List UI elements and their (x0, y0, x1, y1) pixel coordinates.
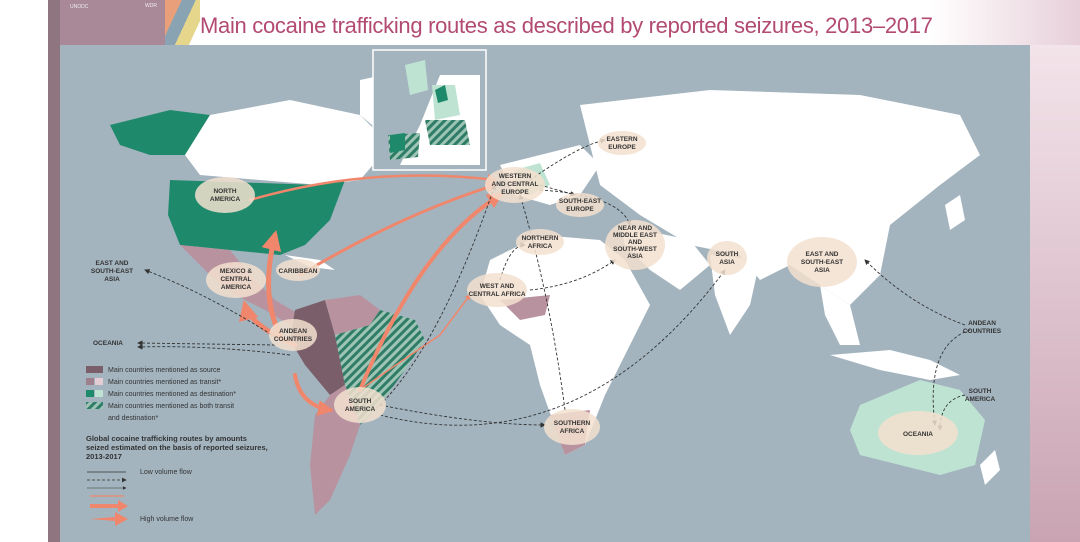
map-shape (90, 500, 128, 512)
bubble-mexico (206, 262, 266, 298)
map-label: OCEANIA (903, 431, 933, 438)
page-title: Main cocaine trafficking routes as descr… (200, 13, 933, 38)
land-usa (168, 180, 345, 255)
flow-na-europe (248, 174, 498, 202)
map-label: and destination* (108, 415, 158, 422)
bubble-north-america (195, 177, 255, 213)
map-shape (95, 390, 103, 397)
bubble-eastern-europe (598, 131, 646, 155)
flow-andean-right-oceania (931, 329, 971, 426)
bubble-east-asia (787, 237, 857, 287)
bubble-caribbean (276, 259, 320, 281)
map-shape (435, 85, 448, 103)
map-label: Main countries mentioned as both transit (108, 403, 234, 410)
flow-caribbean-europe (298, 181, 498, 277)
unodc-logo: UNODC (70, 4, 89, 10)
europe-inset (372, 49, 487, 171)
background-slide (60, 0, 170, 45)
decorative-stripes (165, 0, 200, 45)
slide-frame-right (1030, 45, 1080, 542)
flow-sa-europe-low (379, 184, 497, 406)
map-label: Main countries mentioned as source (108, 367, 221, 374)
legend-swatch-source (86, 366, 103, 373)
legend-high-volume: High volume flow (140, 516, 194, 523)
flow-andean-south (293, 373, 334, 416)
map-shape (95, 378, 103, 385)
map-label: Main countries mentioned as transit* (108, 379, 221, 386)
flow-sa-southasia (379, 269, 726, 426)
flow-sa-southernafrica (379, 404, 546, 428)
map-label: Main countries mentioned as destination* (108, 391, 236, 398)
flow-andean-eastasia (144, 269, 281, 341)
flow-sa-oceania (137, 344, 291, 356)
legend-swatch-both (86, 402, 103, 409)
map-shape (405, 60, 428, 95)
bubble-se-europe (556, 193, 604, 217)
flow-westafrica-neareast (529, 259, 616, 291)
land-venezuela (325, 295, 380, 335)
bubble-south-america (334, 387, 386, 423)
flow-andean-right-asia (864, 259, 966, 326)
bubble-west-africa (467, 273, 527, 307)
bubble-oceania (878, 411, 958, 455)
flow-andean-oceania (137, 340, 276, 346)
map-label: CARIBBEAN (279, 268, 318, 275)
slide-frame-left (48, 0, 60, 542)
map-legend: Main countries mentioned as source Main … (86, 366, 268, 526)
flow-europe-easteurope (529, 138, 606, 181)
bubble-south-asia (707, 241, 747, 275)
land-asia (580, 90, 980, 305)
flow-sa-westafrica (359, 293, 471, 391)
land-alaska (110, 110, 210, 155)
legend-low-volume: Low volume flow (140, 469, 193, 476)
land-se-asia (820, 285, 860, 345)
decorative-gradient (930, 0, 1080, 45)
flow-europe-neareast (539, 189, 632, 226)
legend-swatch-destination (86, 390, 94, 397)
land-new-zealand (980, 450, 1000, 485)
land-indonesia (830, 350, 960, 380)
land-canada (185, 100, 390, 185)
bubble-andean (269, 319, 317, 351)
land-japan (945, 195, 965, 230)
map-label: Global cocaine trafficking routes by amo… (86, 434, 247, 443)
bubble-near-east (605, 220, 665, 270)
flow-safrica-europe (518, 194, 566, 411)
map-label: seized estimated on the basis of reporte… (86, 443, 268, 452)
bubble-southern-africa (544, 409, 600, 445)
wdr-logo: WDR (145, 3, 157, 9)
map-shape (390, 133, 405, 153)
map-label: 2013-2017 (86, 452, 122, 461)
flow-europe-seeurope (539, 184, 576, 197)
map-shape (425, 120, 470, 145)
bubble-northern-africa (516, 229, 564, 255)
bubble-western-europe (485, 167, 545, 203)
legend-swatch-transit (86, 378, 94, 385)
flow-sa-europe-high (358, 192, 504, 392)
map-label: OCEANIA (93, 340, 123, 347)
map-shape (90, 512, 128, 526)
